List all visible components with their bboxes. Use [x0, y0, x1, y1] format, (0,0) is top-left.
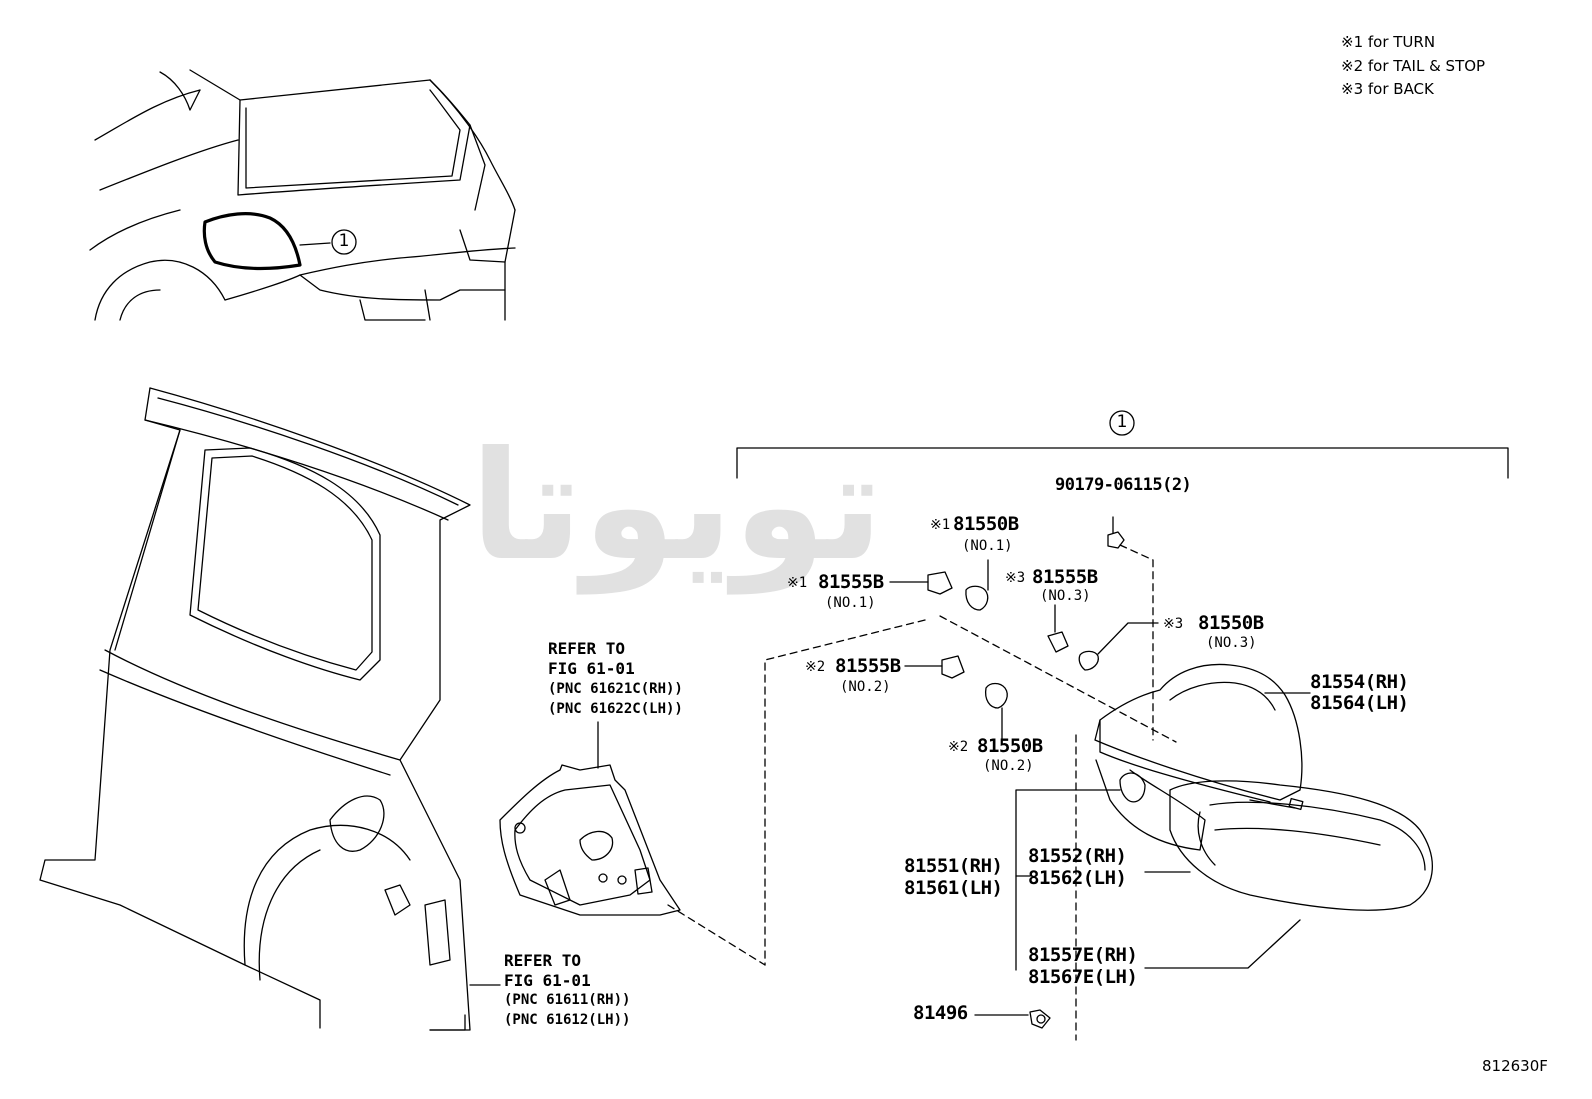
- bulb-tail-mark: ※2: [948, 739, 969, 755]
- screw-part-number[interactable]: 90179-06115(2): [1055, 475, 1192, 495]
- socket-tail-sub: (NO.2): [840, 679, 891, 695]
- ref-lower-line1: REFER TO: [504, 951, 582, 970]
- inner-panel: [499, 721, 681, 916]
- bulb-tail-sub: (NO.2): [983, 758, 1034, 774]
- bulb-back-part-number[interactable]: 81550B: [1198, 612, 1264, 634]
- socket-back-sub: (NO.3): [1040, 588, 1091, 604]
- legend-note-back: ※3 for BACK: [1341, 80, 1434, 98]
- socket-back-mark: ※3: [1005, 570, 1026, 586]
- lamp-assy-rh-part-number[interactable]: 81551(RH): [904, 855, 1003, 877]
- ref-upper-line1: REFER TO: [548, 639, 626, 658]
- socket-turn-sub: (NO.1): [825, 595, 876, 611]
- socket-tail-mark: ※2: [805, 659, 826, 675]
- gasket-rh-part-number[interactable]: 81557E(RH): [1028, 944, 1138, 966]
- bulb-turn-sub: (NO.1): [962, 538, 1013, 554]
- ref-lower-line4: (PNC 61612(LH)): [504, 1012, 631, 1028]
- housing-rh-part-number[interactable]: 81554(RH): [1310, 671, 1409, 693]
- bulb-tail-part-number[interactable]: 81550B: [977, 735, 1043, 757]
- lens-rh-part-number[interactable]: 81552(RH): [1028, 845, 1127, 867]
- callout-number-bracket: 1: [1116, 412, 1128, 432]
- watermark: تویوتا: [470, 420, 884, 594]
- socket-turn-part-number[interactable]: 81555B: [818, 571, 884, 593]
- assembly-lines: [667, 544, 1177, 1041]
- bulb-turn-mark: ※1: [930, 517, 951, 533]
- socket-tail-part-number[interactable]: 81555B: [835, 655, 901, 677]
- callout-bracket: [736, 410, 1509, 479]
- ref-lower-line3: (PNC 61611(RH)): [504, 992, 631, 1008]
- figure-code: 812630F: [1482, 1057, 1548, 1075]
- clip-part-number[interactable]: 81496: [913, 1002, 968, 1024]
- ref-upper-line3: (PNC 61621C(RH)): [548, 681, 683, 697]
- legend-note-tail-stop: ※2 for TAIL & STOP: [1341, 57, 1486, 75]
- lens-lh-part-number[interactable]: 81562(LH): [1028, 867, 1127, 889]
- ref-lower-line2[interactable]: FIG 61-01: [504, 971, 591, 990]
- lamp-parts: [889, 516, 1433, 1029]
- car-rear-view: [89, 69, 516, 321]
- lamp-assy-lh-part-number[interactable]: 81561(LH): [904, 877, 1003, 899]
- ref-upper-line4: (PNC 61622C(LH)): [548, 701, 683, 717]
- housing-lh-part-number[interactable]: 81564(LH): [1310, 692, 1409, 714]
- gasket-lh-part-number[interactable]: 81567E(LH): [1028, 966, 1138, 988]
- ref-upper-line2[interactable]: FIG 61-01: [548, 659, 635, 678]
- quarter-panel: [39, 387, 501, 1031]
- legend-note-turn: ※1 for TURN: [1341, 33, 1436, 51]
- callout-number-inset: 1: [338, 231, 350, 251]
- socket-back-part-number[interactable]: 81555B: [1032, 566, 1098, 588]
- bulb-back-mark: ※3: [1163, 616, 1184, 632]
- bulb-turn-part-number[interactable]: 81550B: [953, 513, 1019, 535]
- bulb-back-sub: (NO.3): [1206, 635, 1257, 651]
- socket-turn-mark: ※1: [787, 575, 808, 591]
